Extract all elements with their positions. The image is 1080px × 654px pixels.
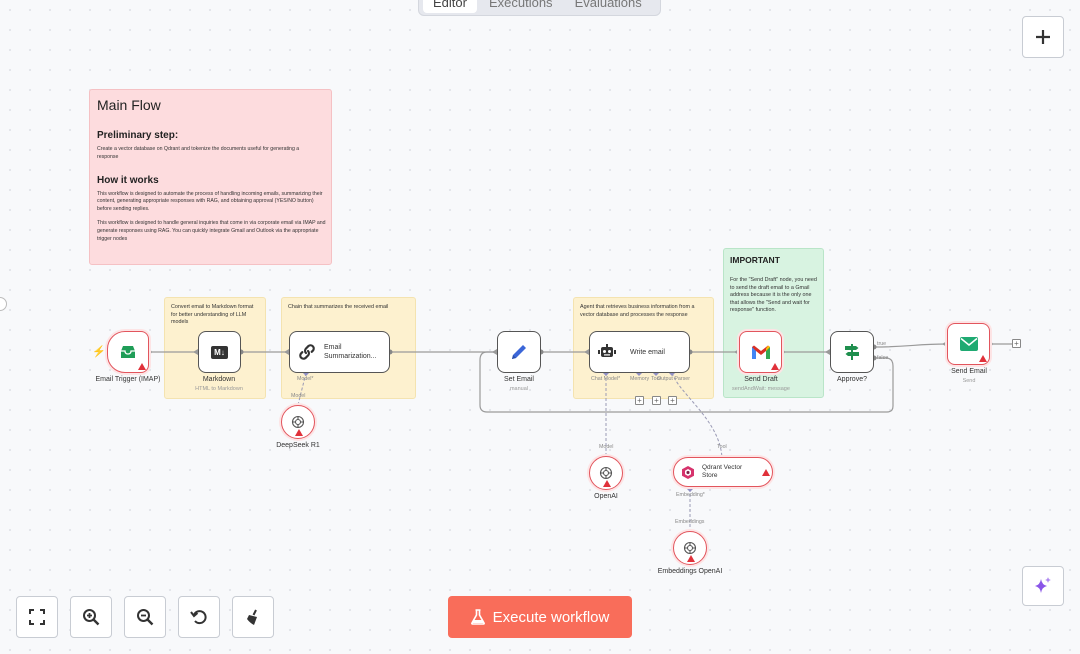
- approve-true-port: true: [877, 341, 887, 347]
- warning-icon: [771, 363, 779, 370]
- reset-zoom-button[interactable]: [178, 596, 220, 638]
- important-text: For the "Send Draft" node, you need to s…: [730, 277, 817, 314]
- qdrant-tool-port: Tool: [717, 444, 727, 450]
- gmail-icon: [751, 345, 770, 359]
- embeddings-port: Embeddings: [675, 519, 705, 525]
- important-note[interactable]: IMPORTANT For the "Send Draft" node, you…: [723, 248, 824, 398]
- robot-icon: [598, 344, 616, 357]
- output-parser-port: Output Parser: [657, 376, 690, 382]
- tool-port: Tool: [651, 376, 661, 382]
- note-prelim-text: Create a vector database on Qdrant and t…: [97, 146, 300, 160]
- warning-icon: [603, 480, 611, 487]
- send-draft-sub: sendAndWait: message: [732, 386, 790, 392]
- note-prelim-heading: Preliminary step:: [97, 130, 179, 141]
- approve-node[interactable]: [830, 331, 874, 373]
- tab-executions[interactable]: Executions: [488, 0, 553, 10]
- approve-false-port: false: [877, 355, 889, 361]
- note-title: Main Flow: [97, 97, 161, 113]
- embeddings-node[interactable]: [673, 531, 707, 565]
- add-output-parser-button[interactable]: +: [668, 396, 677, 405]
- summarization-node[interactable]: Email Summarization...: [289, 331, 390, 373]
- tidy-up-button[interactable]: [232, 596, 274, 638]
- markdown-node[interactable]: M↓: [198, 331, 241, 373]
- set-email-node[interactable]: [497, 331, 541, 373]
- broom-icon: [247, 609, 257, 625]
- qdrant-label: Qdrant Vector Store: [702, 464, 743, 479]
- flask-icon: [470, 609, 485, 625]
- important-title: IMPORTANT: [730, 255, 780, 265]
- chain-note-text: Chain that summarizes the received email: [288, 304, 389, 310]
- note-how-text-2: This workflow is designed to handle gene…: [97, 219, 326, 242]
- add-memory-button[interactable]: +: [635, 396, 644, 405]
- fullscreen-icon: [29, 609, 45, 625]
- send-draft-node[interactable]: [739, 331, 782, 373]
- send-draft-label: Send Draft: [744, 376, 778, 383]
- main-flow-note[interactable]: Main Flow Preliminary step: Create a vec…: [89, 89, 332, 265]
- deepseek-node[interactable]: [281, 405, 315, 439]
- zoom-in-button[interactable]: [70, 596, 112, 638]
- approve-label: Approve?: [837, 376, 867, 383]
- agent-note-text: Agent that retrieves business informatio…: [580, 304, 695, 318]
- add-tool-button[interactable]: +: [652, 396, 661, 405]
- openai-icon: [599, 466, 613, 480]
- add-node-button[interactable]: [1022, 16, 1064, 58]
- sparkle-icon: [1035, 577, 1051, 593]
- email-trigger-label: Email Trigger (IMAP): [95, 376, 161, 383]
- chat-model-port: Chat Model*: [591, 376, 621, 382]
- lightning-icon: ⚡: [92, 346, 106, 358]
- execute-workflow-button[interactable]: Execute workflow: [448, 596, 632, 638]
- zoom-out-button[interactable]: [124, 596, 166, 638]
- embeddings-label: Embeddings OpenAI: [657, 568, 723, 575]
- warning-icon: [762, 469, 770, 476]
- warning-icon: [687, 555, 695, 562]
- warning-icon: [979, 355, 987, 362]
- mail-icon: [959, 337, 978, 351]
- openai-model-port: Model: [599, 444, 614, 450]
- deepseek-label: DeepSeek R1: [276, 442, 320, 449]
- pen-icon: [512, 345, 526, 359]
- qdrant-node[interactable]: Qdrant Vector Store: [673, 457, 773, 487]
- warning-icon: [295, 429, 303, 436]
- openai-label: OpenAI: [594, 493, 618, 500]
- summarization-model-port: Model*: [297, 376, 314, 382]
- write-email-node[interactable]: Write email: [589, 331, 690, 373]
- view-tabs: Editor Executions Evaluations: [418, 0, 661, 16]
- signpost-icon: [845, 344, 859, 360]
- qdrant-icon: [682, 465, 694, 479]
- set-email-sub: manual: [509, 386, 529, 392]
- markdown-sub: HTML to Markdown: [195, 386, 243, 392]
- markdown-icon: M↓: [211, 345, 228, 359]
- note-how-heading: How it works: [97, 174, 159, 186]
- warning-icon: [138, 363, 146, 370]
- send-email-label: Send Email: [951, 368, 987, 375]
- openai-icon: [683, 541, 697, 555]
- openai-node[interactable]: [589, 456, 623, 490]
- undo-icon: [190, 610, 207, 625]
- write-email-label: Write email: [630, 348, 665, 356]
- set-email-label: Set Email: [504, 376, 534, 383]
- execute-workflow-label: Execute workflow: [492, 608, 610, 626]
- zoom-out-icon: [137, 609, 154, 626]
- memory-port: Memory: [630, 376, 650, 382]
- email-trigger-node[interactable]: [107, 331, 149, 373]
- tab-evaluations[interactable]: Evaluations: [574, 0, 642, 10]
- ai-assistant-button[interactable]: [1022, 566, 1064, 606]
- note-how-text-1: This workflow is designed to automate th…: [97, 190, 323, 213]
- deepseek-model-port: Model: [291, 393, 306, 399]
- plus-icon: [1036, 30, 1050, 44]
- send-email-node[interactable]: [947, 323, 990, 365]
- send-email-sub: Send: [962, 378, 976, 384]
- add-next-node-button[interactable]: +: [1012, 339, 1021, 348]
- openai-icon: [291, 415, 305, 429]
- summarization-label: Email Summarization...: [324, 344, 377, 360]
- inbox-icon: [121, 346, 135, 358]
- tab-editor[interactable]: Editor: [423, 0, 477, 13]
- chain-link-icon: [299, 344, 315, 360]
- fit-view-button[interactable]: [16, 596, 58, 638]
- qdrant-embedding-port: Embedding*: [676, 492, 705, 498]
- zoom-in-icon: [83, 609, 100, 626]
- markdown-note-text: Convert email to Markdown format for bet…: [171, 304, 254, 326]
- markdown-label: Markdown: [202, 376, 236, 383]
